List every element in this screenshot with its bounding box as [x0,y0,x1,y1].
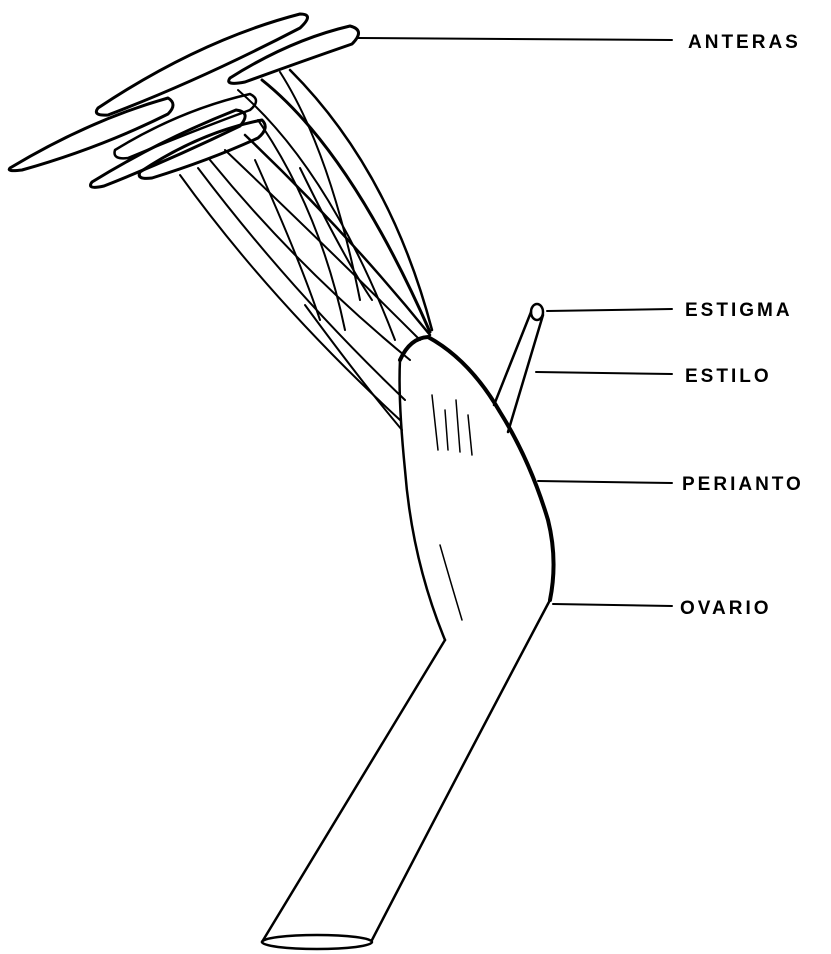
label-anteras: ANTERAS [688,32,801,53]
leader-ovario [553,604,672,606]
leader-lines [358,38,672,606]
label-estigma: ESTIGMA [685,300,793,321]
filaments [180,70,432,430]
leader-perianto [538,481,672,483]
label-ovario: OVARIO [680,598,772,619]
leader-estilo [536,372,672,374]
label-perianto: PERIANTO [682,474,804,495]
leader-estigma [547,309,672,311]
leader-anteras [358,38,672,40]
label-estilo: ESTILO [685,366,772,387]
anthers [9,14,358,187]
perianth-ovary [262,337,554,949]
